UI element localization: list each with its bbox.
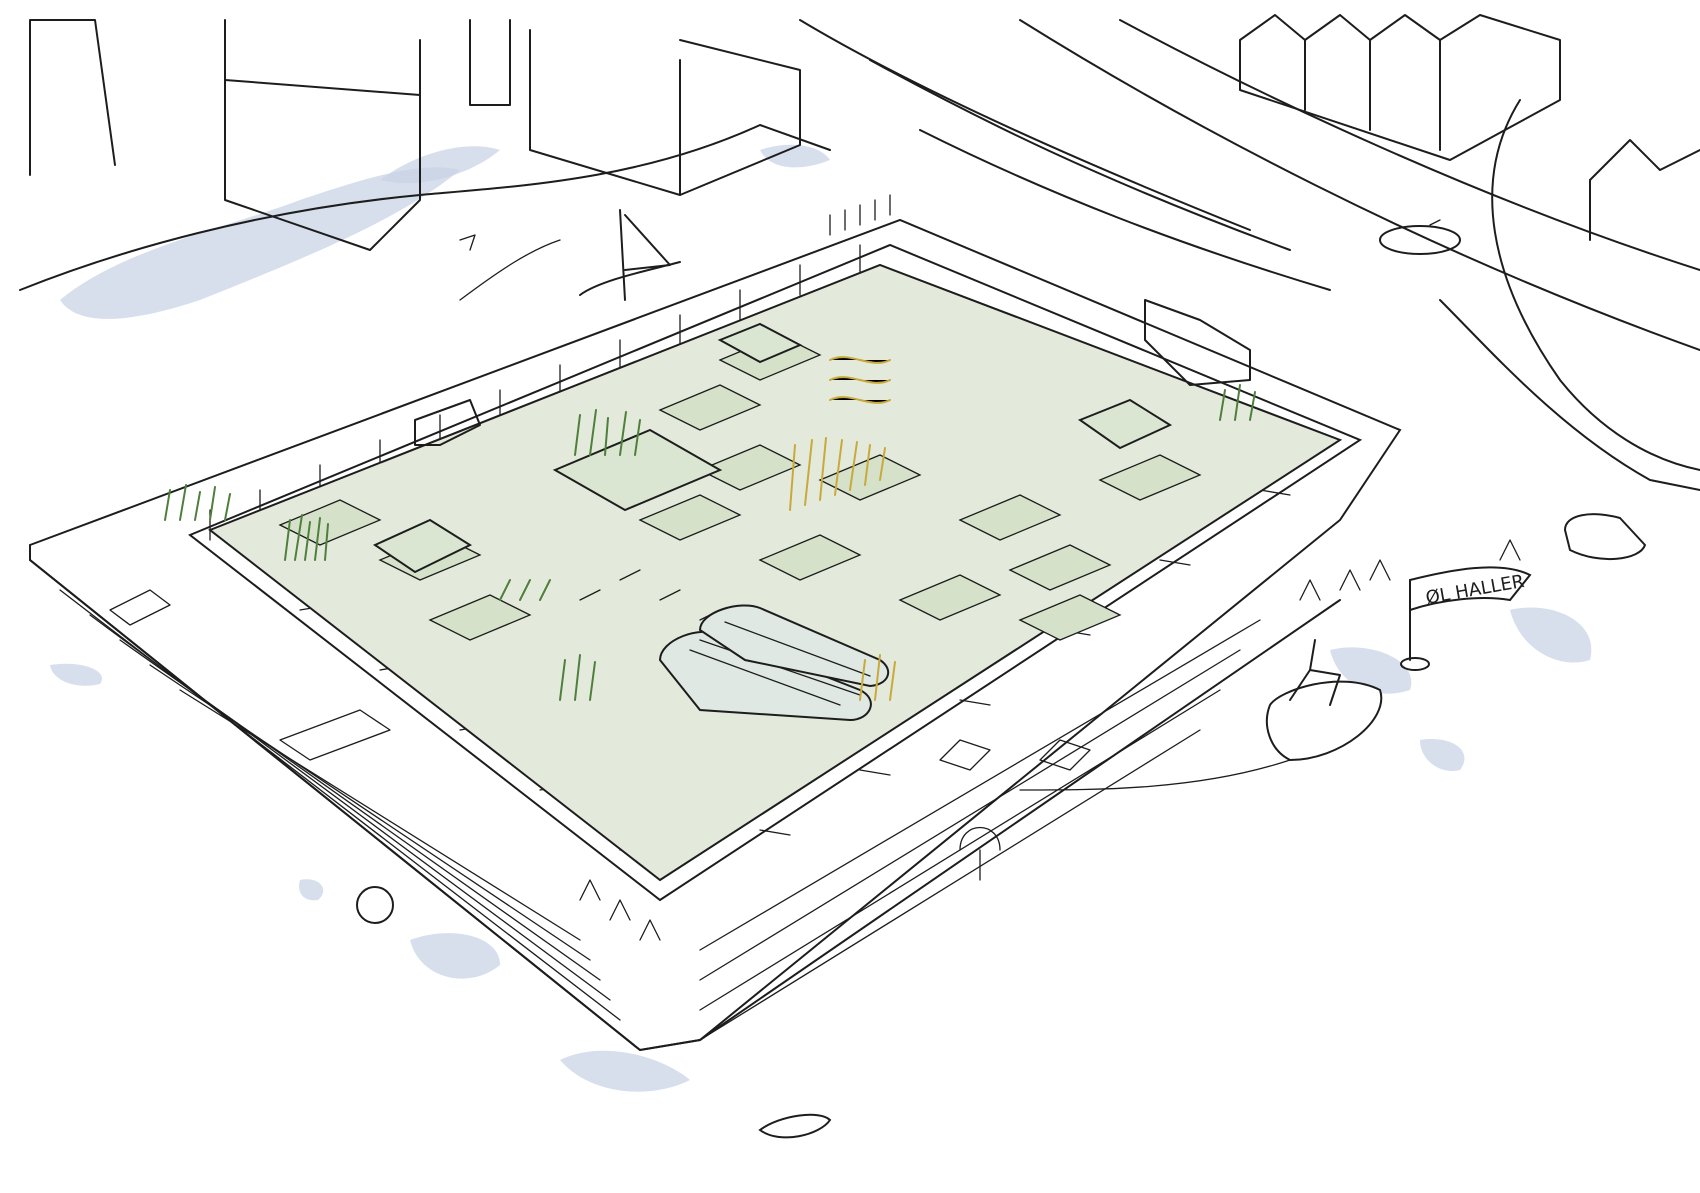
houses-top-right: [1239, 14, 1700, 241]
walled-gardens: [372, 322, 1173, 574]
water-patches: [50, 144, 1592, 1092]
road-lines: [799, 19, 1700, 491]
planting-strokes: [164, 356, 1256, 701]
flag-sign: ØL HALLER: [1400, 566, 1532, 671]
vehicles: [414, 299, 1646, 561]
buildings-top-left: [19, 19, 831, 301]
garden-field: [208, 263, 1343, 882]
boats: [579, 209, 1383, 1139]
people-and-furniture: [109, 194, 1521, 941]
greenhouses: [658, 604, 890, 722]
